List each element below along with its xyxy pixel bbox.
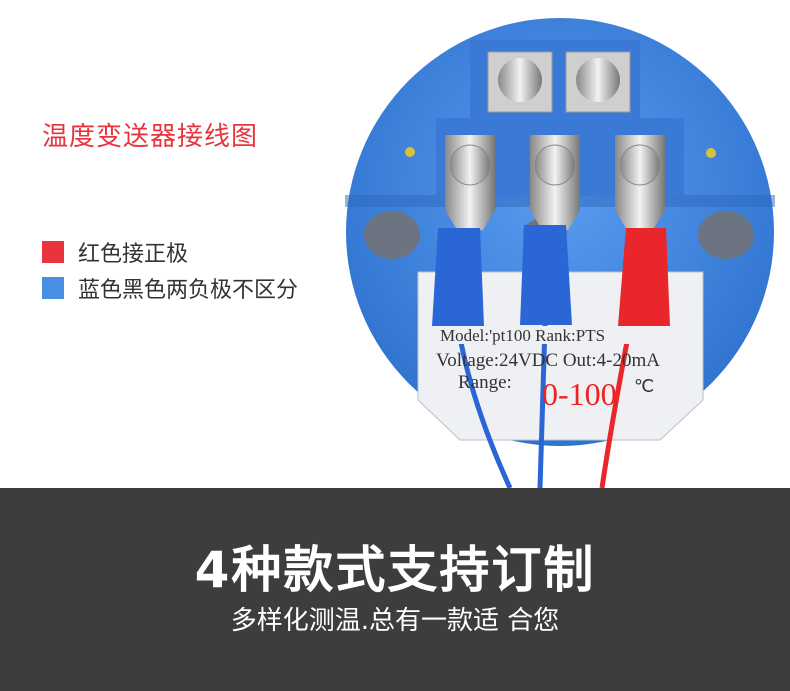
label-range-value: 0-100 [542, 376, 617, 412]
wire-blue-middle [520, 135, 580, 489]
mount-hole-right [698, 211, 754, 259]
banner-subtitle: 多样化测温.总有一款适 合您 [230, 606, 560, 636]
legend-item-blue: 蓝色黑色两负极不区分 [42, 272, 298, 304]
mount-hole-left [364, 211, 420, 259]
legend-item-red: 红色接正极 [42, 236, 188, 268]
wire-red [599, 135, 670, 489]
label-range: Range: [458, 372, 512, 393]
blue-swatch [42, 277, 64, 299]
banner [0, 488, 790, 691]
red-swatch [42, 241, 64, 263]
legend-label: 红色接正极 [78, 242, 189, 267]
label-model: Model:'pt100 Rank:PTS [440, 326, 605, 345]
label-unit: ℃ [634, 376, 654, 396]
legend-label: 蓝色黑色两负极不区分 [78, 278, 299, 303]
diagram-title: 温度变送器接线图 [42, 122, 259, 152]
label-voltage: Voltage:24VDC Out:4-20mA [436, 350, 660, 371]
banner-title: 4种款式支持订制 [194, 541, 596, 599]
